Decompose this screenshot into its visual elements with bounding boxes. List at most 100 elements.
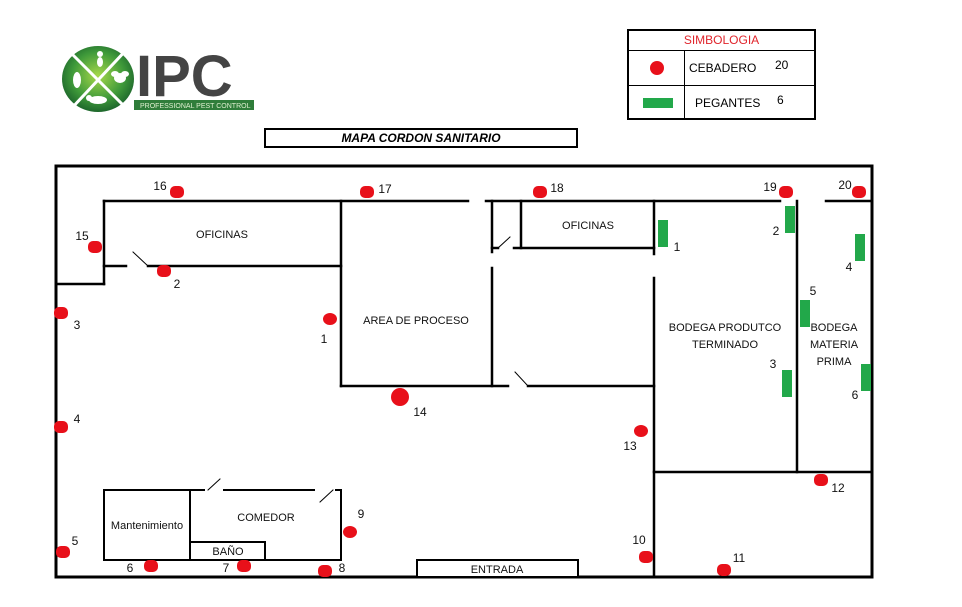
cebadero-dot-icon xyxy=(533,186,547,198)
cebadero-dot-icon xyxy=(318,565,332,577)
cebadero-dot-icon xyxy=(144,560,158,572)
legend-count: 6 xyxy=(777,93,784,107)
pegante-bar-icon xyxy=(800,300,810,327)
pegante-bar-icon xyxy=(658,220,668,247)
cebadero-dot-icon xyxy=(157,265,171,277)
room-bano: BAÑO xyxy=(212,545,244,558)
outer-wall xyxy=(54,164,874,579)
pegante-number: 6 xyxy=(852,388,859,402)
cebadero-dot-icon xyxy=(54,307,68,319)
cebadero-symbol-icon xyxy=(650,61,664,75)
cebadero-marker[interactable]: 5 xyxy=(56,534,79,558)
cebadero-number: 10 xyxy=(632,533,646,547)
cebadero-dot-icon xyxy=(360,186,374,198)
cebadero-number: 13 xyxy=(623,439,637,453)
cebadero-number: 19 xyxy=(763,180,777,194)
legend-label: CEBADERO xyxy=(689,61,757,75)
cebadero-marker[interactable]: 4 xyxy=(54,412,81,433)
cebadero-marker[interactable]: 13 xyxy=(623,425,648,453)
pegante-number: 1 xyxy=(674,240,681,254)
cebadero-number: 4 xyxy=(74,412,81,426)
cebadero-number: 1 xyxy=(321,332,328,346)
pegante-marker[interactable]: 4 xyxy=(846,234,865,274)
cebadero-marker[interactable]: 18 xyxy=(533,181,564,198)
cebadero-number: 12 xyxy=(831,481,845,495)
cebadero-number: 15 xyxy=(75,229,89,243)
cebadero-marker[interactable]: 17 xyxy=(360,182,392,198)
cebadero-number: 9 xyxy=(358,507,365,521)
cebadero-dot-icon xyxy=(56,546,70,558)
cebadero-marker[interactable]: 9 xyxy=(343,507,365,538)
cebadero-number: 3 xyxy=(74,318,81,332)
room-entrada: ENTRADA xyxy=(471,564,524,576)
cebadero-marker[interactable]: 7 xyxy=(223,560,251,575)
cebadero-dot-icon xyxy=(639,551,653,563)
cebadero-number: 14 xyxy=(413,405,427,419)
cebadero-dot-icon xyxy=(343,526,357,538)
pegante-bar-icon xyxy=(782,370,792,397)
room-comedor: COMEDOR xyxy=(237,512,295,524)
room-mantenimiento: Mantenimiento xyxy=(111,520,183,532)
cebadero-marker[interactable]: 3 xyxy=(54,307,81,332)
cebadero-dot-icon xyxy=(323,313,337,325)
legend-row-cebadero: CEBADERO 20 xyxy=(629,51,814,86)
pegante-marker[interactable]: 1 xyxy=(658,220,681,254)
pegante-marker[interactable]: 3 xyxy=(770,357,792,397)
cebadero-marker[interactable]: 11 xyxy=(717,551,746,576)
cebadero-marker[interactable]: 16 xyxy=(153,179,184,198)
cebadero-dot-icon xyxy=(717,564,731,576)
cebadero-dot-icon xyxy=(814,474,828,486)
cebadero-dot-icon xyxy=(88,241,102,253)
pegante-number: 2 xyxy=(773,224,780,238)
cebadero-marker[interactable]: 8 xyxy=(318,561,346,577)
cebadero-number: 8 xyxy=(339,561,346,575)
pegante-bar-icon xyxy=(861,364,871,391)
cebadero-dot-icon xyxy=(237,560,251,572)
legend-count: 20 xyxy=(775,58,789,72)
ant-icon xyxy=(97,51,103,67)
room-labels: OFICINAS OFICINAS AREA DE PROCESO BODEGA… xyxy=(111,220,859,576)
logo-emblem xyxy=(62,46,134,112)
cebadero-marker[interactable]: 19 xyxy=(763,180,793,198)
cebadero-marker[interactable]: 10 xyxy=(632,533,653,563)
door xyxy=(514,371,529,387)
room-oficinas-1: OFICINAS xyxy=(196,229,248,241)
pegante-number: 3 xyxy=(770,357,777,371)
walls xyxy=(54,164,874,579)
cebadero-marker[interactable]: 1 xyxy=(321,313,337,346)
pegante-marker[interactable]: 5 xyxy=(800,284,817,327)
legend-row-pegantes: PEGANTES 6 xyxy=(629,86,814,120)
room-bodega-mp-line3: PRIMA xyxy=(817,356,853,368)
ipc-logo: IPC PROFESSIONAL PEST CONTROL xyxy=(60,40,260,118)
cebadero-number: 18 xyxy=(550,181,564,195)
cebadero-marker[interactable]: 14 xyxy=(391,388,427,419)
cockroach-icon xyxy=(73,72,81,88)
cebadero-dot-icon xyxy=(170,186,184,198)
pegante-marker[interactable]: 6 xyxy=(852,364,871,402)
cebadero-number: 6 xyxy=(127,561,134,575)
room-area-proceso: AREA DE PROCESO xyxy=(363,315,469,327)
map-title: MAPA CORDON SANITARIO xyxy=(264,128,578,148)
cebadero-number: 16 xyxy=(153,179,167,193)
pegante-number: 4 xyxy=(846,260,853,274)
legend: SIMBOLOGIA CEBADERO 20 PEGANTES 6 xyxy=(627,29,816,120)
pegante-bar-icon xyxy=(855,234,865,261)
cebadero-marker[interactable]: 20 xyxy=(838,178,866,198)
cebadero-marker[interactable]: 15 xyxy=(75,229,102,253)
pegante-marker[interactable]: 2 xyxy=(773,206,795,238)
pegante-symbol-icon xyxy=(643,98,673,108)
legend-label: PEGANTES xyxy=(695,96,761,110)
entrada-box xyxy=(416,559,579,578)
cebadero-marker[interactable]: 2 xyxy=(157,265,181,291)
pegantes: 1 2 3 4 5 6 xyxy=(658,206,871,402)
cebadero-number: 20 xyxy=(838,178,852,192)
cebadero-dot-icon xyxy=(391,388,409,406)
room-bodega-mp-line1: BODEGA xyxy=(810,322,858,334)
logo-brand: IPC xyxy=(136,44,233,109)
pegante-number: 5 xyxy=(810,284,817,298)
room-oficinas-2: OFICINAS xyxy=(562,220,614,232)
cebadero-marker[interactable]: 12 xyxy=(814,474,845,495)
cebadero-marker[interactable]: 6 xyxy=(127,560,158,575)
